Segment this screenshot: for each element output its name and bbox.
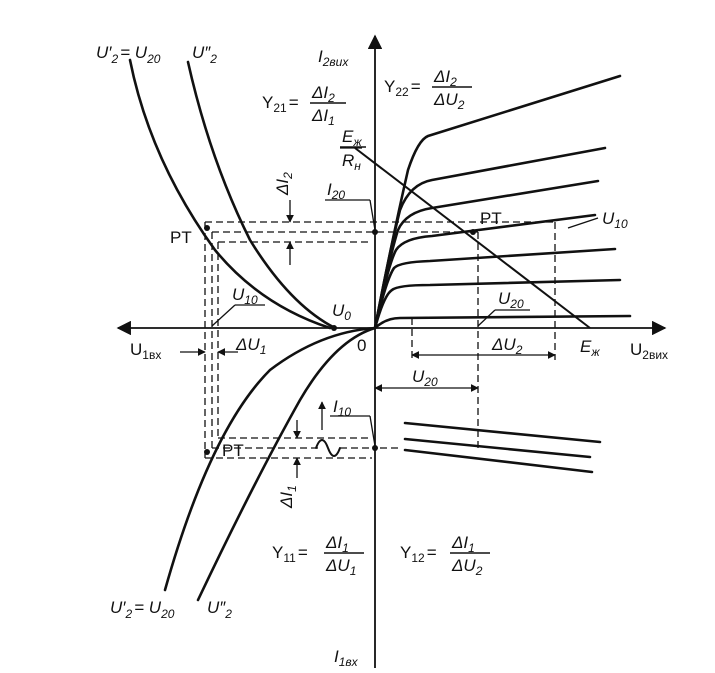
label-delta-u2: ΔU2 (491, 335, 523, 357)
svg-text:Rн: Rн (342, 151, 361, 173)
operating-point-q3 (204, 449, 210, 455)
label-u20-axis: U20 (412, 367, 438, 389)
formula-y22: Y22= ΔI2 ΔU2 (384, 67, 472, 112)
formula-y21: Y21= ΔI2 ΔI1 (262, 83, 346, 128)
axis-label-bottom: I1вх (334, 647, 359, 669)
svg-text:Y21=: Y21= (262, 93, 299, 115)
svg-text:ΔI2: ΔI2 (311, 83, 335, 105)
label-pt-q3: PT (222, 441, 244, 460)
label-delta-i1: ΔI1 (277, 485, 299, 509)
curve-u2-doubleprime-top (186, 60, 337, 330)
load-line (354, 147, 591, 329)
label-u2-doubleprime-bottom: U″2 (207, 598, 232, 621)
svg-text:ΔI2: ΔI2 (433, 67, 457, 89)
label-u10-q1: U10 (602, 209, 628, 231)
label-pt-q1: PT (480, 209, 502, 228)
label-u2-prime-bottom: U′2= U20 (110, 598, 175, 621)
operating-point-q2 (204, 225, 210, 231)
label-u10-q2: U10 (232, 285, 258, 307)
label-ezh: Eж (580, 337, 600, 359)
svg-text:ΔU2: ΔU2 (433, 90, 465, 112)
svg-text:Y22=: Y22= (384, 77, 421, 99)
label-i20: I20 (327, 180, 345, 202)
i20-point (372, 229, 378, 235)
u0-point (331, 325, 337, 331)
i10-point (372, 445, 378, 451)
label-u2-prime-top: U′2= U20 (96, 43, 161, 66)
svg-text:ΔU2: ΔU2 (451, 556, 483, 578)
feedback-characteristics (403, 421, 602, 474)
svg-text:Y11=: Y11= (272, 543, 308, 565)
axis-label-left: U1вх (130, 340, 161, 362)
sine-signal-icon (315, 439, 341, 457)
label-pt-q2: PT (170, 228, 192, 247)
curve-u2-prime-top (128, 58, 332, 330)
ezh-over-rn: Eж Rн (340, 127, 366, 173)
axis-label-right: U2вих (630, 340, 668, 362)
formula-y12: Y12= ΔI1 ΔU2 (400, 533, 490, 578)
output-characteristics (373, 74, 632, 330)
label-u2-doubleprime-top: U″2 (192, 43, 217, 66)
origin-label: 0 (357, 336, 366, 355)
operating-point-q1 (470, 229, 476, 235)
svg-text:ΔU1: ΔU1 (325, 556, 356, 578)
label-u0: U0 (332, 301, 351, 323)
axis-label-top: I2вих (318, 47, 349, 69)
label-delta-u1: ΔU1 (235, 335, 266, 357)
formula-y11: Y11= ΔI1 ΔU1 (272, 533, 364, 578)
curve-u2-doubleprime-bottom (196, 326, 377, 602)
svg-text:ΔI1: ΔI1 (311, 106, 335, 128)
label-i10: I10 (333, 397, 351, 419)
svg-text:Y12=: Y12= (400, 543, 437, 565)
svg-text:ΔI1: ΔI1 (451, 533, 475, 555)
label-delta-i2: ΔI2 (273, 172, 295, 196)
curve-u2-prime-bottom (163, 326, 377, 592)
svg-text:Eж: Eж (342, 127, 362, 149)
svg-text:ΔI1: ΔI1 (325, 533, 349, 555)
label-u20-q1: U20 (498, 289, 524, 311)
